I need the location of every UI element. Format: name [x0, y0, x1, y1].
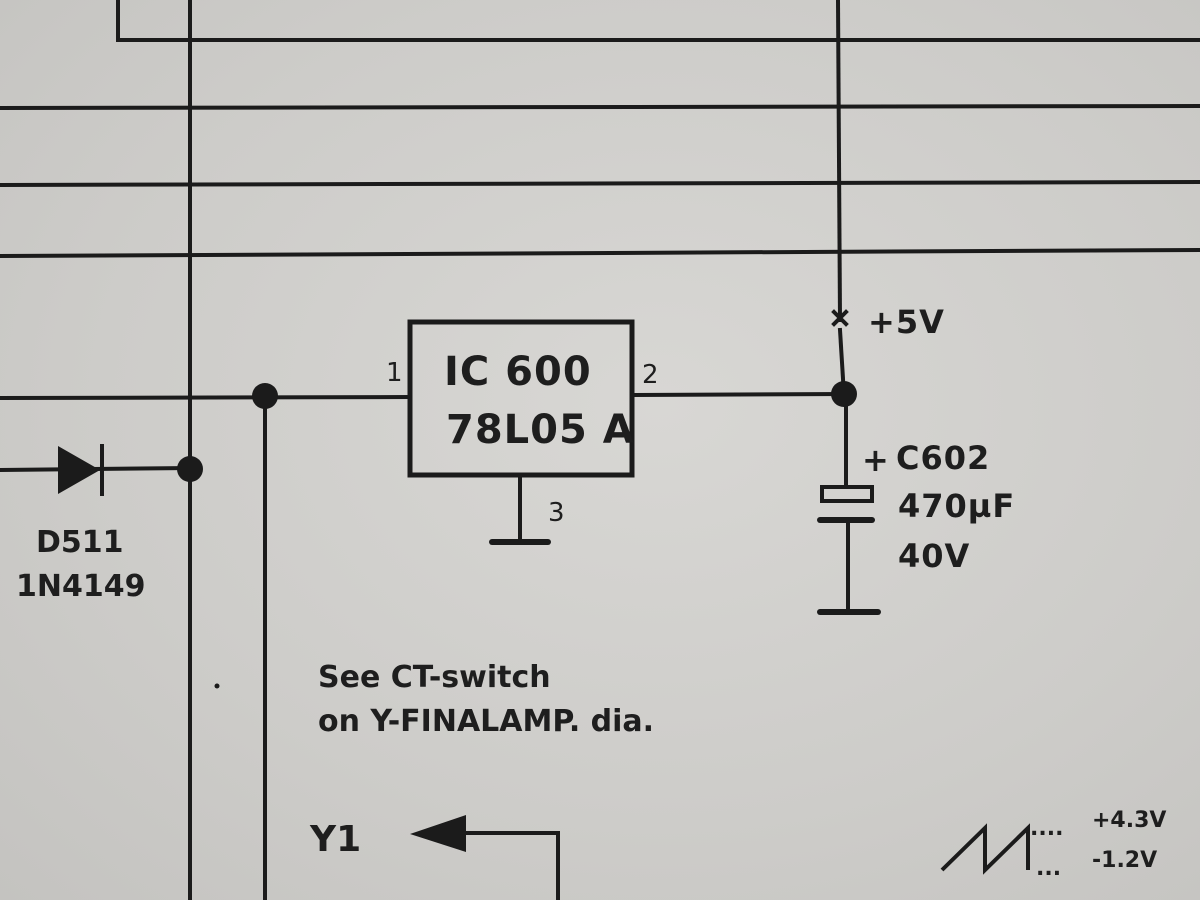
regulator-ref: IC 600	[444, 349, 592, 395]
diode-ref: D511	[36, 525, 124, 560]
sawtooth-waveform-icon	[940, 823, 1030, 875]
junction-dot-diode	[177, 456, 203, 482]
connector-label: Y1	[310, 819, 362, 860]
waveform-high-level: +4.3V	[1092, 808, 1167, 833]
vertical-line-supply-upper	[835, 0, 843, 323]
regulator-pin-gnd: 3	[548, 498, 565, 528]
waveform-dots-high: ....	[1030, 816, 1064, 841]
output-wire	[629, 391, 847, 398]
input-wire	[0, 394, 413, 401]
waveform-dots-low: ...	[1036, 856, 1062, 881]
bus-line-1	[0, 103, 1200, 111]
junction-dot-output	[831, 381, 857, 407]
capacitor-voltage: 40V	[898, 537, 971, 575]
bus-line-3	[0, 247, 1200, 259]
capacitor-value: 470µF	[898, 487, 1016, 525]
supply-cross-mark	[831, 309, 849, 327]
top-box-border	[116, 0, 1200, 42]
regulator-pin-in: 1	[386, 358, 403, 388]
y1-connector-wire	[464, 831, 560, 900]
diode-part: 1N4149	[16, 569, 146, 604]
bus-line-2	[0, 179, 1200, 188]
supply-rail-label: +5V	[868, 303, 945, 341]
capacitor-polarity: +	[862, 441, 890, 479]
note-line-2: on Y-FINALAMP. dia.	[318, 704, 655, 739]
y1-arrow-icon	[410, 815, 466, 852]
junction-dot-input	[252, 383, 278, 409]
note-line-1: See CT-switch	[318, 660, 551, 695]
capacitor-positive-plate	[820, 485, 874, 503]
regulator-part: 78L05 A	[446, 407, 635, 453]
diode-symbol	[58, 446, 100, 494]
regulator-pin-out: 2	[642, 360, 659, 390]
stray-mark	[214, 683, 220, 689]
capacitor-ref: C602	[896, 439, 991, 477]
waveform-low-level: -1.2V	[1092, 848, 1158, 873]
